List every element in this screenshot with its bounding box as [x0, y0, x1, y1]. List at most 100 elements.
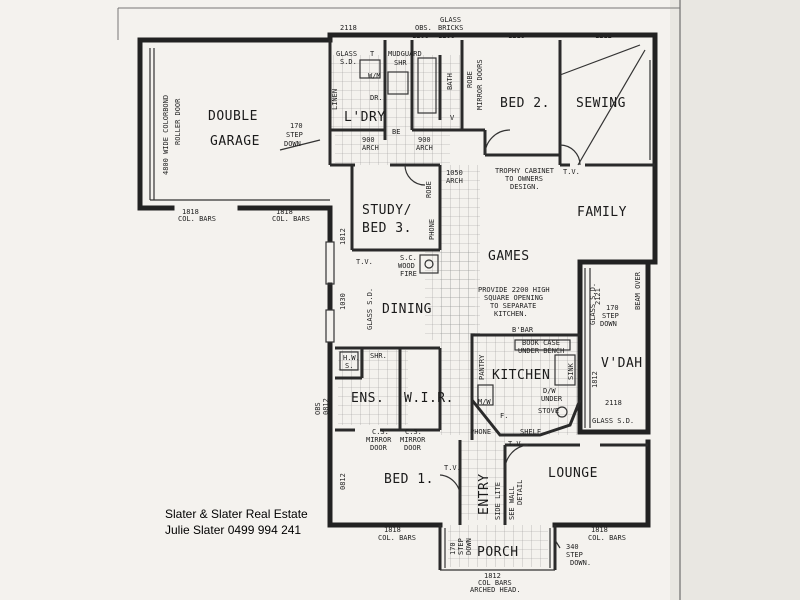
note-linen: LINEN [331, 89, 339, 110]
room-label-lounge: LOUNGE [548, 466, 598, 481]
note-cs-4: C.S. [405, 428, 422, 436]
note-opening-1: PROVIDE 2200 HIGH [478, 286, 550, 294]
note-hw: H.W. [343, 354, 360, 362]
note-bookcase-1: BOOK CASE [522, 339, 560, 347]
note-dim-1818d: 1818 [591, 526, 608, 534]
note-tv4: T.V. [444, 464, 461, 472]
note-dw-2: UNDER [541, 395, 563, 403]
note-dim-0812: 0812 [322, 398, 330, 415]
room-label-ens: ENS. [351, 391, 384, 406]
note-opening-4: KITCHEN. [494, 310, 528, 318]
garage-door [149, 48, 330, 201]
note-col-bars-b: COL. BARS [178, 215, 216, 223]
note-arch-900b: 900 [418, 136, 431, 144]
note-step-170b: STEP [286, 131, 303, 139]
plan-annotations: 4800 WIDE COLORBOND ROLLER DOOR 170 STEP… [162, 16, 642, 594]
room-label-family: FAMILY [577, 205, 627, 220]
note-bbar: B'BAR [512, 326, 534, 334]
note-see-wall-2: DETAIL [516, 480, 524, 505]
note-col-bars-f: COL. BARS [588, 534, 626, 542]
note-opening-3: TO SEPARATE [490, 302, 536, 310]
room-label-kitchen: KITCHEN [492, 368, 550, 383]
note-cs-1: C.S. [372, 428, 389, 436]
note-sink: SINK [567, 362, 575, 380]
note-phone: PHONE [428, 219, 436, 240]
note-dim-1812b: 1812 [591, 371, 599, 388]
note-step2-a: 170 [606, 304, 619, 312]
note-col-bars-d: COL. BARS [272, 215, 310, 223]
note-dim-1212: 1212 [595, 32, 612, 40]
note-glass: GLASS [440, 16, 461, 24]
note-robe: ROBE [466, 71, 474, 88]
note-step4-b: STEP [566, 551, 583, 559]
note-be: BE [392, 128, 400, 136]
note-shr2: SHR. [370, 352, 387, 360]
room-label-bed2: BED 2. [500, 96, 550, 111]
note-opening-2: SQUARE OPENING [484, 294, 543, 302]
note-obs2: OBS [314, 402, 322, 415]
room-label-ldry: L'DRY [344, 110, 386, 125]
note-bath: BATH [446, 73, 454, 90]
note-f: F. [500, 412, 508, 420]
note-dim-2118: 2118 [340, 24, 357, 32]
note-hw-s: S. [345, 362, 353, 370]
note-glass-sd4: GLASS S.D. [592, 417, 634, 425]
note-cs-3: DOOR [370, 444, 388, 452]
note-glass-sd3: GLASS S.D. [589, 283, 597, 325]
note-garage-door-2: ROLLER DOOR [174, 98, 182, 145]
note-side-lite: SIDE LITE [494, 482, 502, 520]
note-obs: OBS. [415, 24, 432, 32]
interior-walls [279, 40, 655, 571]
note-col-bars-c: 1818 [276, 208, 293, 216]
note-step3-b: STEP [457, 538, 465, 555]
room-label-bed1: BED 1. [384, 472, 434, 487]
room-label-vdah: V'DAH [601, 356, 643, 371]
note-see-wall-1: SEE WALL [508, 486, 516, 520]
note-cs-5: MIRROR [400, 436, 426, 444]
note-bookcase-2: UNDER BENCH [518, 347, 564, 355]
room-label-porch: PORCH [477, 545, 519, 560]
note-wm: W/M [368, 72, 381, 80]
note-bricks: BRICKS [438, 24, 463, 32]
room-label-sewing: SEWING [576, 96, 626, 111]
note-wood: WOOD [398, 262, 415, 270]
note-dim-1812: 1812 [339, 228, 347, 245]
note-v: V [450, 114, 455, 122]
exterior-walls [137, 32, 658, 528]
note-dr: DR. [370, 94, 383, 102]
note-mw: M/W [478, 398, 491, 406]
note-arch-a: ARCH [362, 144, 379, 152]
note-shelf: SHELF [520, 428, 541, 436]
note-arched-head: ARCHED HEAD. [470, 586, 521, 594]
note-robe2: ROBE [425, 181, 433, 198]
note-arch-1050: 1050 [446, 169, 463, 177]
tiled-floor [330, 55, 580, 567]
note-tub: T [370, 50, 375, 58]
room-label-bed3: BED 3. [362, 221, 412, 236]
room-label-wir: W.I.R. [404, 391, 454, 406]
note-arch-b: ARCH [416, 144, 433, 152]
note-garage-door-1: 4800 WIDE COLORBOND [162, 95, 170, 175]
note-glass-sd: GLASS [336, 50, 357, 58]
note-dim-0812b: 0812 [339, 473, 347, 490]
note-beam-over: BEAM OVER [634, 271, 642, 310]
room-label-games: GAMES [488, 249, 530, 264]
room-label-garage: GARAGE [210, 134, 260, 149]
note-shr: SHR [394, 59, 407, 67]
note-col-bars-a: 1818 [182, 208, 199, 216]
note-cs-2: MIRROR [366, 436, 392, 444]
note-sd: S.D. [340, 58, 357, 66]
note-step2-c: DOWN [600, 320, 617, 328]
note-dim-1218: 1218 [508, 32, 525, 40]
note-dim-2121: 2121 [594, 288, 602, 305]
agency-name: Slater & Slater Real Estate [165, 507, 308, 521]
note-cs-6: DOOR [404, 444, 422, 452]
note-trophy-1: TROPHY CABINET [495, 167, 555, 175]
room-label-dining: DINING [382, 302, 432, 317]
note-dim-2118b: 2118 [605, 399, 622, 407]
note-glass-sd2: GLASS S.D. [366, 288, 374, 330]
note-tv2: T.V. [356, 258, 373, 266]
note-mudguard: MUDGUARD [388, 50, 422, 58]
note-col-bars-g: COL BARS [478, 579, 512, 587]
